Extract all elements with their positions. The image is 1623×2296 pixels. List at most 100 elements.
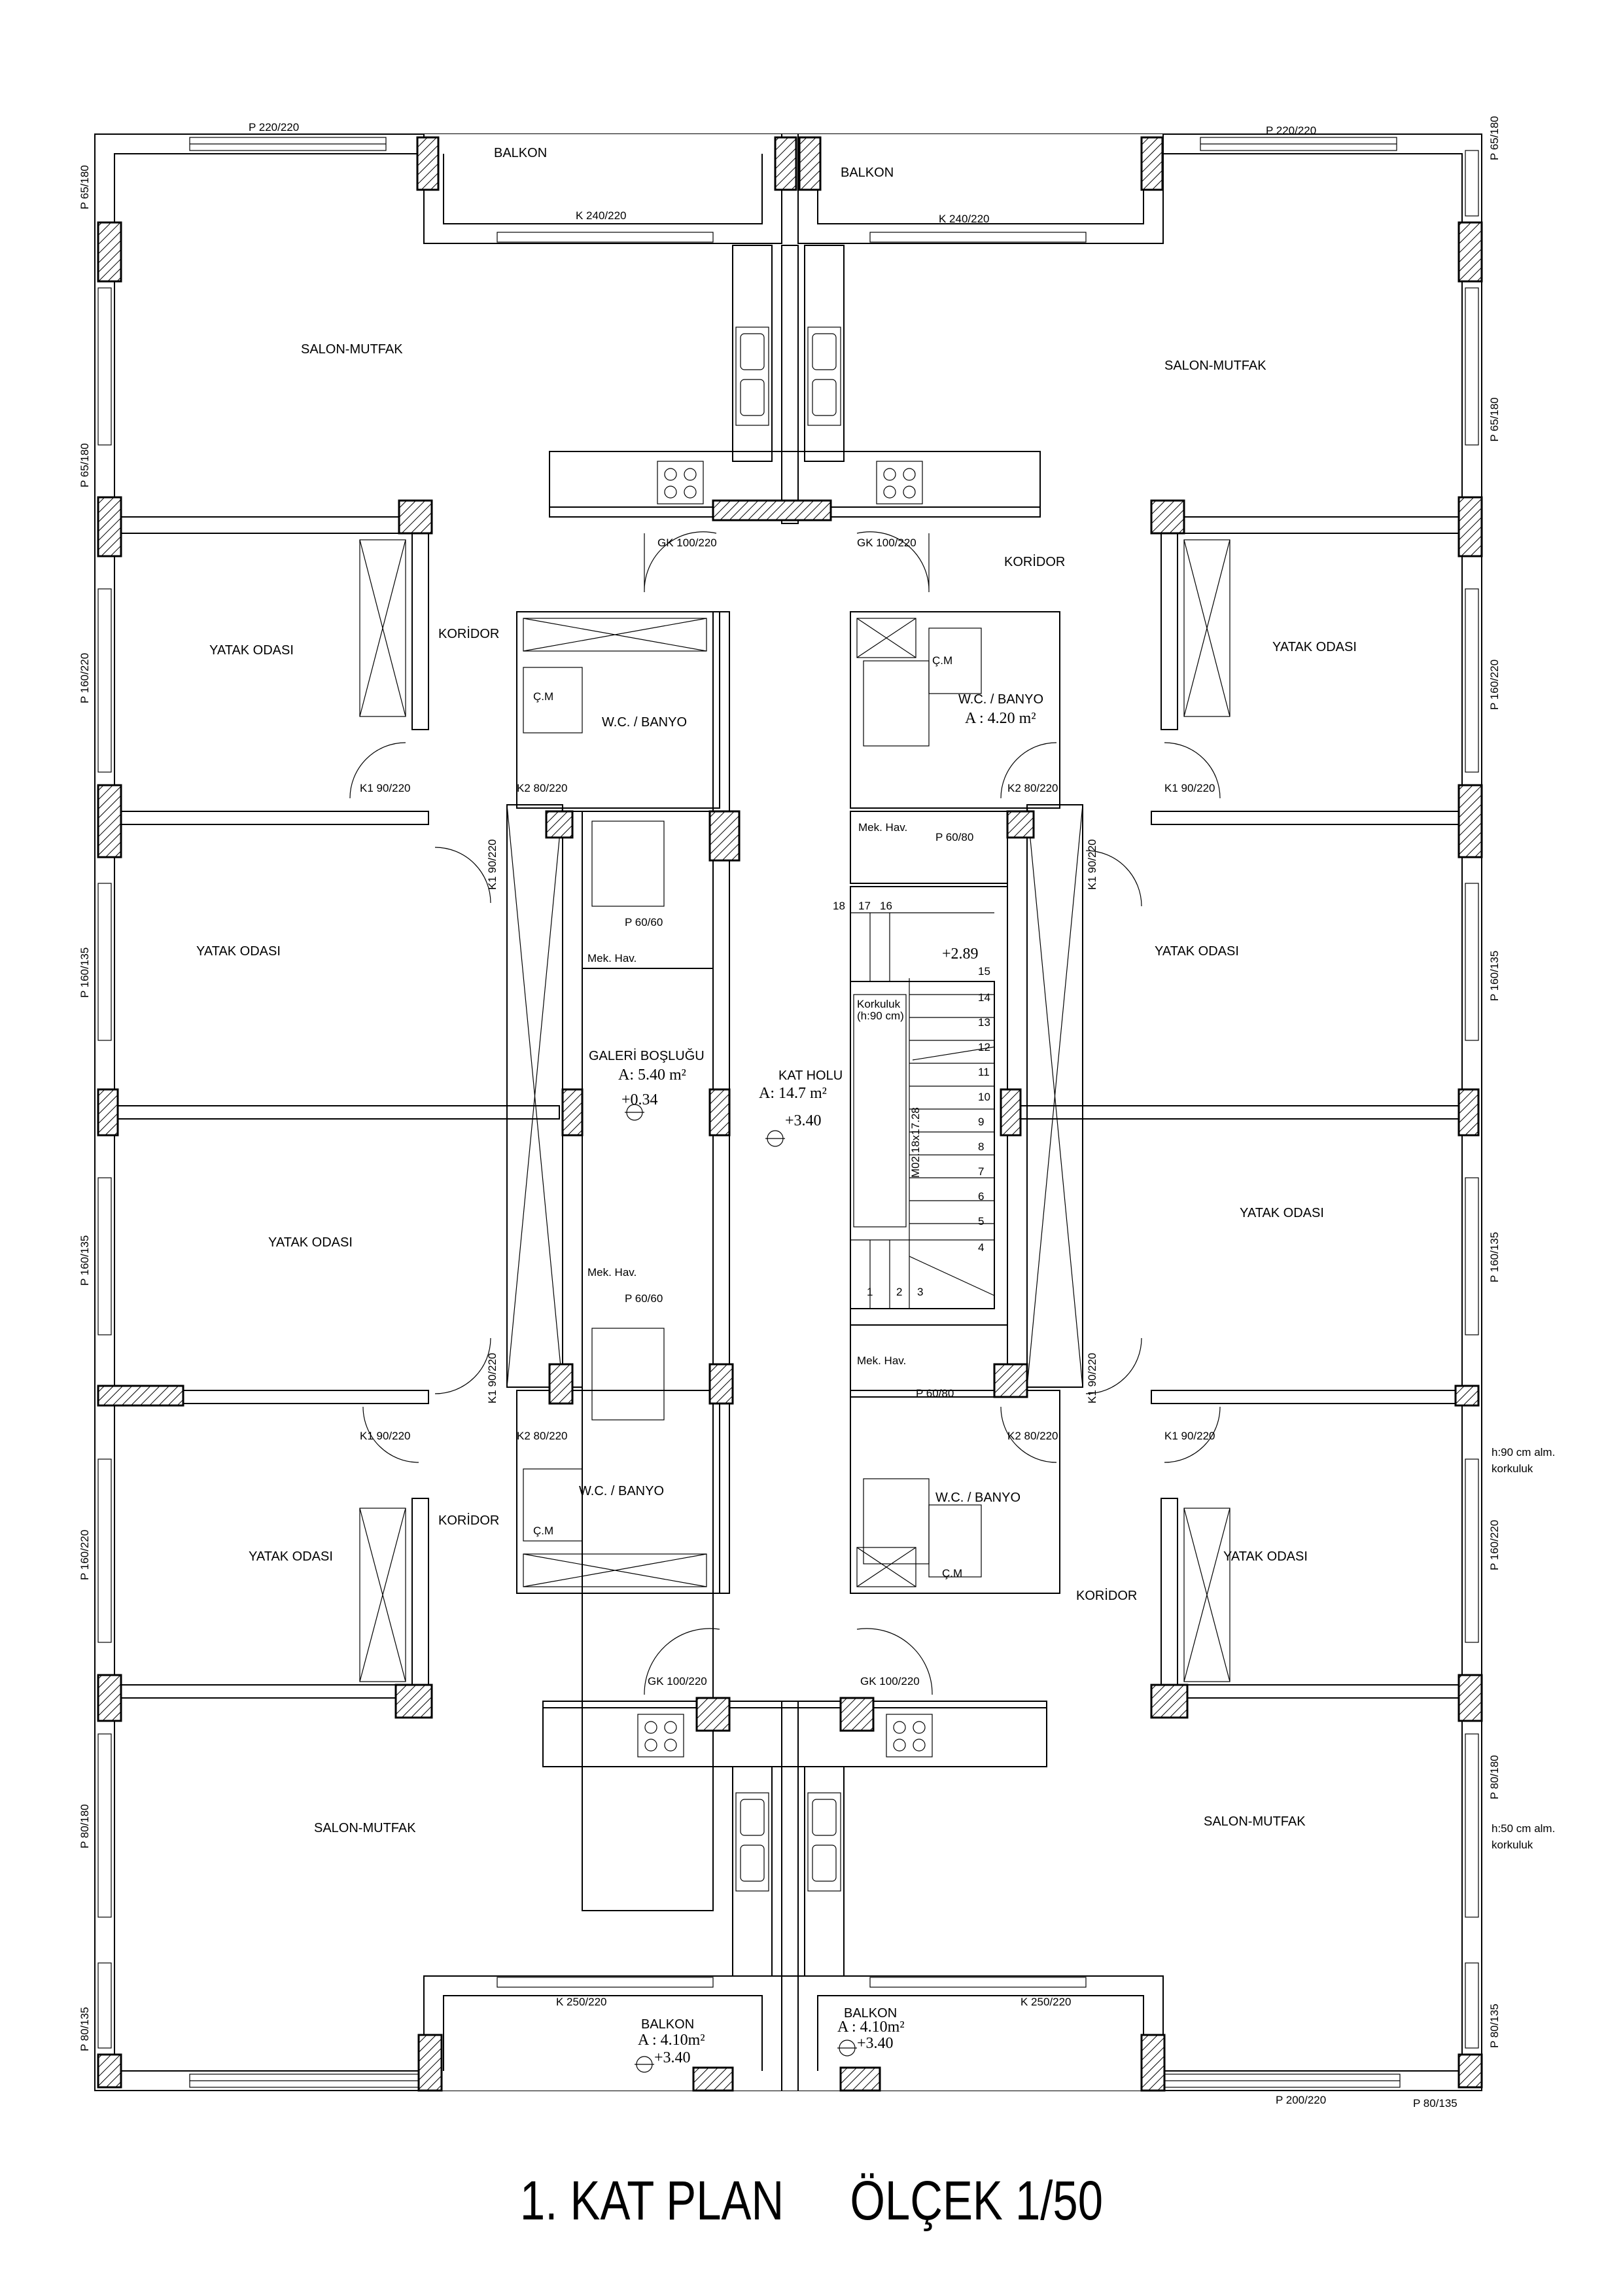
opening-label: P 80/180 (79, 1804, 91, 1848)
stair-step-number: 17 (858, 900, 871, 912)
room-label-yatak-l2: YATAK ODASI (196, 944, 281, 959)
stair-step-number: 15 (978, 965, 990, 978)
stair-step-number: 7 (978, 1165, 984, 1178)
railing-note-90-line1: h:90 cm alm. (1492, 1446, 1555, 1458)
cm-label-br: Ç.M (942, 1567, 962, 1580)
opening-label: P 65/180 (79, 165, 91, 209)
opening-label: P 160/220 (1488, 660, 1501, 710)
opening-label: K1 90/220 (1086, 839, 1098, 890)
room-label-yatak-r1: YATAK ODASI (1272, 640, 1357, 654)
room-label-galeri: GALERİ BOŞLUĞU (589, 1048, 705, 1063)
opening-label: P 160/135 (1488, 951, 1501, 1001)
opening-label: P 80/135 (1413, 2097, 1457, 2110)
stair-step-numbers: 18 17 16 15 14 13 12 11 10 9 8 7 6 5 4 3… (833, 900, 990, 1298)
opening-label: K1 90/220 (1164, 1430, 1215, 1442)
mek-hav-label-2: Mek. Hav. (858, 821, 907, 834)
kat-holu-level: +3.40 (785, 1112, 822, 1129)
opening-label: P 80/135 (79, 2007, 91, 2051)
opening-label: P 160/135 (79, 947, 91, 998)
railing-notes: h:90 cm alm. korkuluk h:50 cm alm. korku… (1492, 1446, 1555, 1851)
balkon-bl-level: +3.40 (654, 2049, 691, 2066)
stair-step-number: 16 (880, 900, 892, 912)
balkon-bl-area: A : 4.10m² (638, 2032, 705, 2049)
plan-title: 1. KAT PLAN ÖLÇEK 1/50 (146, 2169, 1476, 2233)
opening-label: P 160/220 (79, 653, 91, 703)
opening-label: P 160/220 (79, 1530, 91, 1580)
opening-label: P 220/220 (1266, 124, 1316, 137)
stair-step-number: 9 (978, 1116, 984, 1128)
stair-level: +2.89 (942, 945, 979, 963)
korkuluk-label: Korkuluk (857, 998, 901, 1010)
room-label-koridor-bl: KORİDOR (438, 1513, 499, 1528)
stair-step-number: 1 (867, 1286, 873, 1298)
cm-label-tl: Ç.M (533, 690, 553, 703)
internal-walls (114, 245, 1463, 1977)
room-label-balkon-bl: BALKON (641, 2017, 694, 2032)
room-label-koridor-tr: KORİDOR (1004, 554, 1065, 569)
opening-label: K2 80/220 (517, 782, 568, 794)
room-label-wc-br: W.C. / BANYO (935, 1491, 1021, 1505)
room-label-wc-tr: W.C. / BANYO (958, 692, 1043, 707)
room-label-kat-holu: KAT HOLU (778, 1069, 843, 1083)
opening-label: P 80/135 (1488, 2004, 1501, 2048)
structural-columns (97, 136, 1483, 2092)
railing-note-50-line1: h:50 cm alm. (1492, 1822, 1555, 1835)
room-label-balkon-tr: BALKON (841, 166, 894, 180)
room-label-koridor-br: KORİDOR (1076, 1588, 1137, 1603)
room-label-yatak-l1: YATAK ODASI (209, 643, 294, 658)
plan-scale: ÖLÇEK 1/50 (850, 2170, 1104, 2231)
opening-label: GK 100/220 (860, 1675, 920, 1687)
room-label-wc-bl: W.C. / BANYO (579, 1484, 664, 1498)
opening-label: K1 90/220 (486, 1352, 498, 1404)
level-markers (625, 1104, 857, 2073)
balkon-br-area: A : 4.10m² (837, 2019, 905, 2036)
room-label-salon-br: SALON-MUTFAK (1204, 1814, 1306, 1829)
opening-label: K1 90/220 (360, 1430, 411, 1442)
stair-step-number: 14 (978, 991, 990, 1004)
stair-step-number: 10 (978, 1091, 990, 1103)
stair-step-number: 6 (978, 1190, 984, 1203)
stair-step-number: 4 (978, 1241, 984, 1254)
opening-label: P 160/135 (1488, 1232, 1501, 1282)
wc-tr-area: A : 4.20 m² (965, 710, 1036, 727)
door-swings (349, 531, 1221, 1695)
room-label-salon-bl: SALON-MUTFAK (314, 1821, 416, 1835)
stair-step-number: 8 (978, 1140, 984, 1153)
room-label-koridor-tl: KORİDOR (438, 626, 499, 641)
stair-step-number: 11 (978, 1066, 990, 1078)
kat-holu-area: A: 14.7 m² (759, 1085, 827, 1102)
staircase (850, 912, 995, 1309)
opening-label: P 60/60 (625, 916, 663, 928)
room-label-yatak-r2: YATAK ODASI (1155, 944, 1239, 959)
opening-label: K2 80/220 (1007, 1430, 1058, 1442)
opening-label: GK 100/220 (657, 537, 717, 549)
opening-label: K 240/220 (576, 209, 627, 222)
opening-label: P 80/180 (1488, 1755, 1501, 1799)
opening-label: GK 100/220 (648, 1675, 707, 1687)
opening-label: K 250/220 (556, 1996, 607, 2008)
opening-label: GK 100/220 (857, 537, 916, 549)
cm-label-bl: Ç.M (533, 1525, 553, 1537)
railing-note-50-line2: korkuluk (1492, 1839, 1533, 1851)
room-label-balkon-tl: BALKON (494, 146, 547, 160)
room-label-wc-tl: W.C. / BANYO (602, 715, 687, 730)
opening-label: K1 90/220 (1164, 782, 1215, 794)
opening-label: P 220/220 (249, 121, 299, 133)
railing-note-90-line2: korkuluk (1492, 1462, 1533, 1475)
opening-label: K 240/220 (939, 213, 990, 225)
mek-hav-label-4: Mek. Hav. (857, 1354, 906, 1367)
opening-label: K1 90/220 (1086, 1352, 1098, 1404)
opening-label: K 250/220 (1021, 1996, 1072, 2008)
stair-note: M02.18x17.28 (909, 1107, 922, 1178)
galeri-area: A: 5.40 m² (618, 1067, 686, 1084)
opening-label: P 200/220 (1276, 2094, 1326, 2106)
balkon-br-level: +3.40 (857, 2035, 894, 2052)
stair-step-number: 13 (978, 1016, 990, 1029)
mek-hav-label-1: Mek. Hav. (587, 952, 637, 964)
room-label-yatak-r4: YATAK ODASI (1223, 1549, 1308, 1564)
room-label-balkon-br: BALKON (844, 2006, 897, 2021)
opening-label: P 65/180 (1488, 116, 1501, 160)
shower-trays (523, 627, 982, 1578)
room-label-yatak-l3: YATAK ODASI (268, 1235, 353, 1250)
